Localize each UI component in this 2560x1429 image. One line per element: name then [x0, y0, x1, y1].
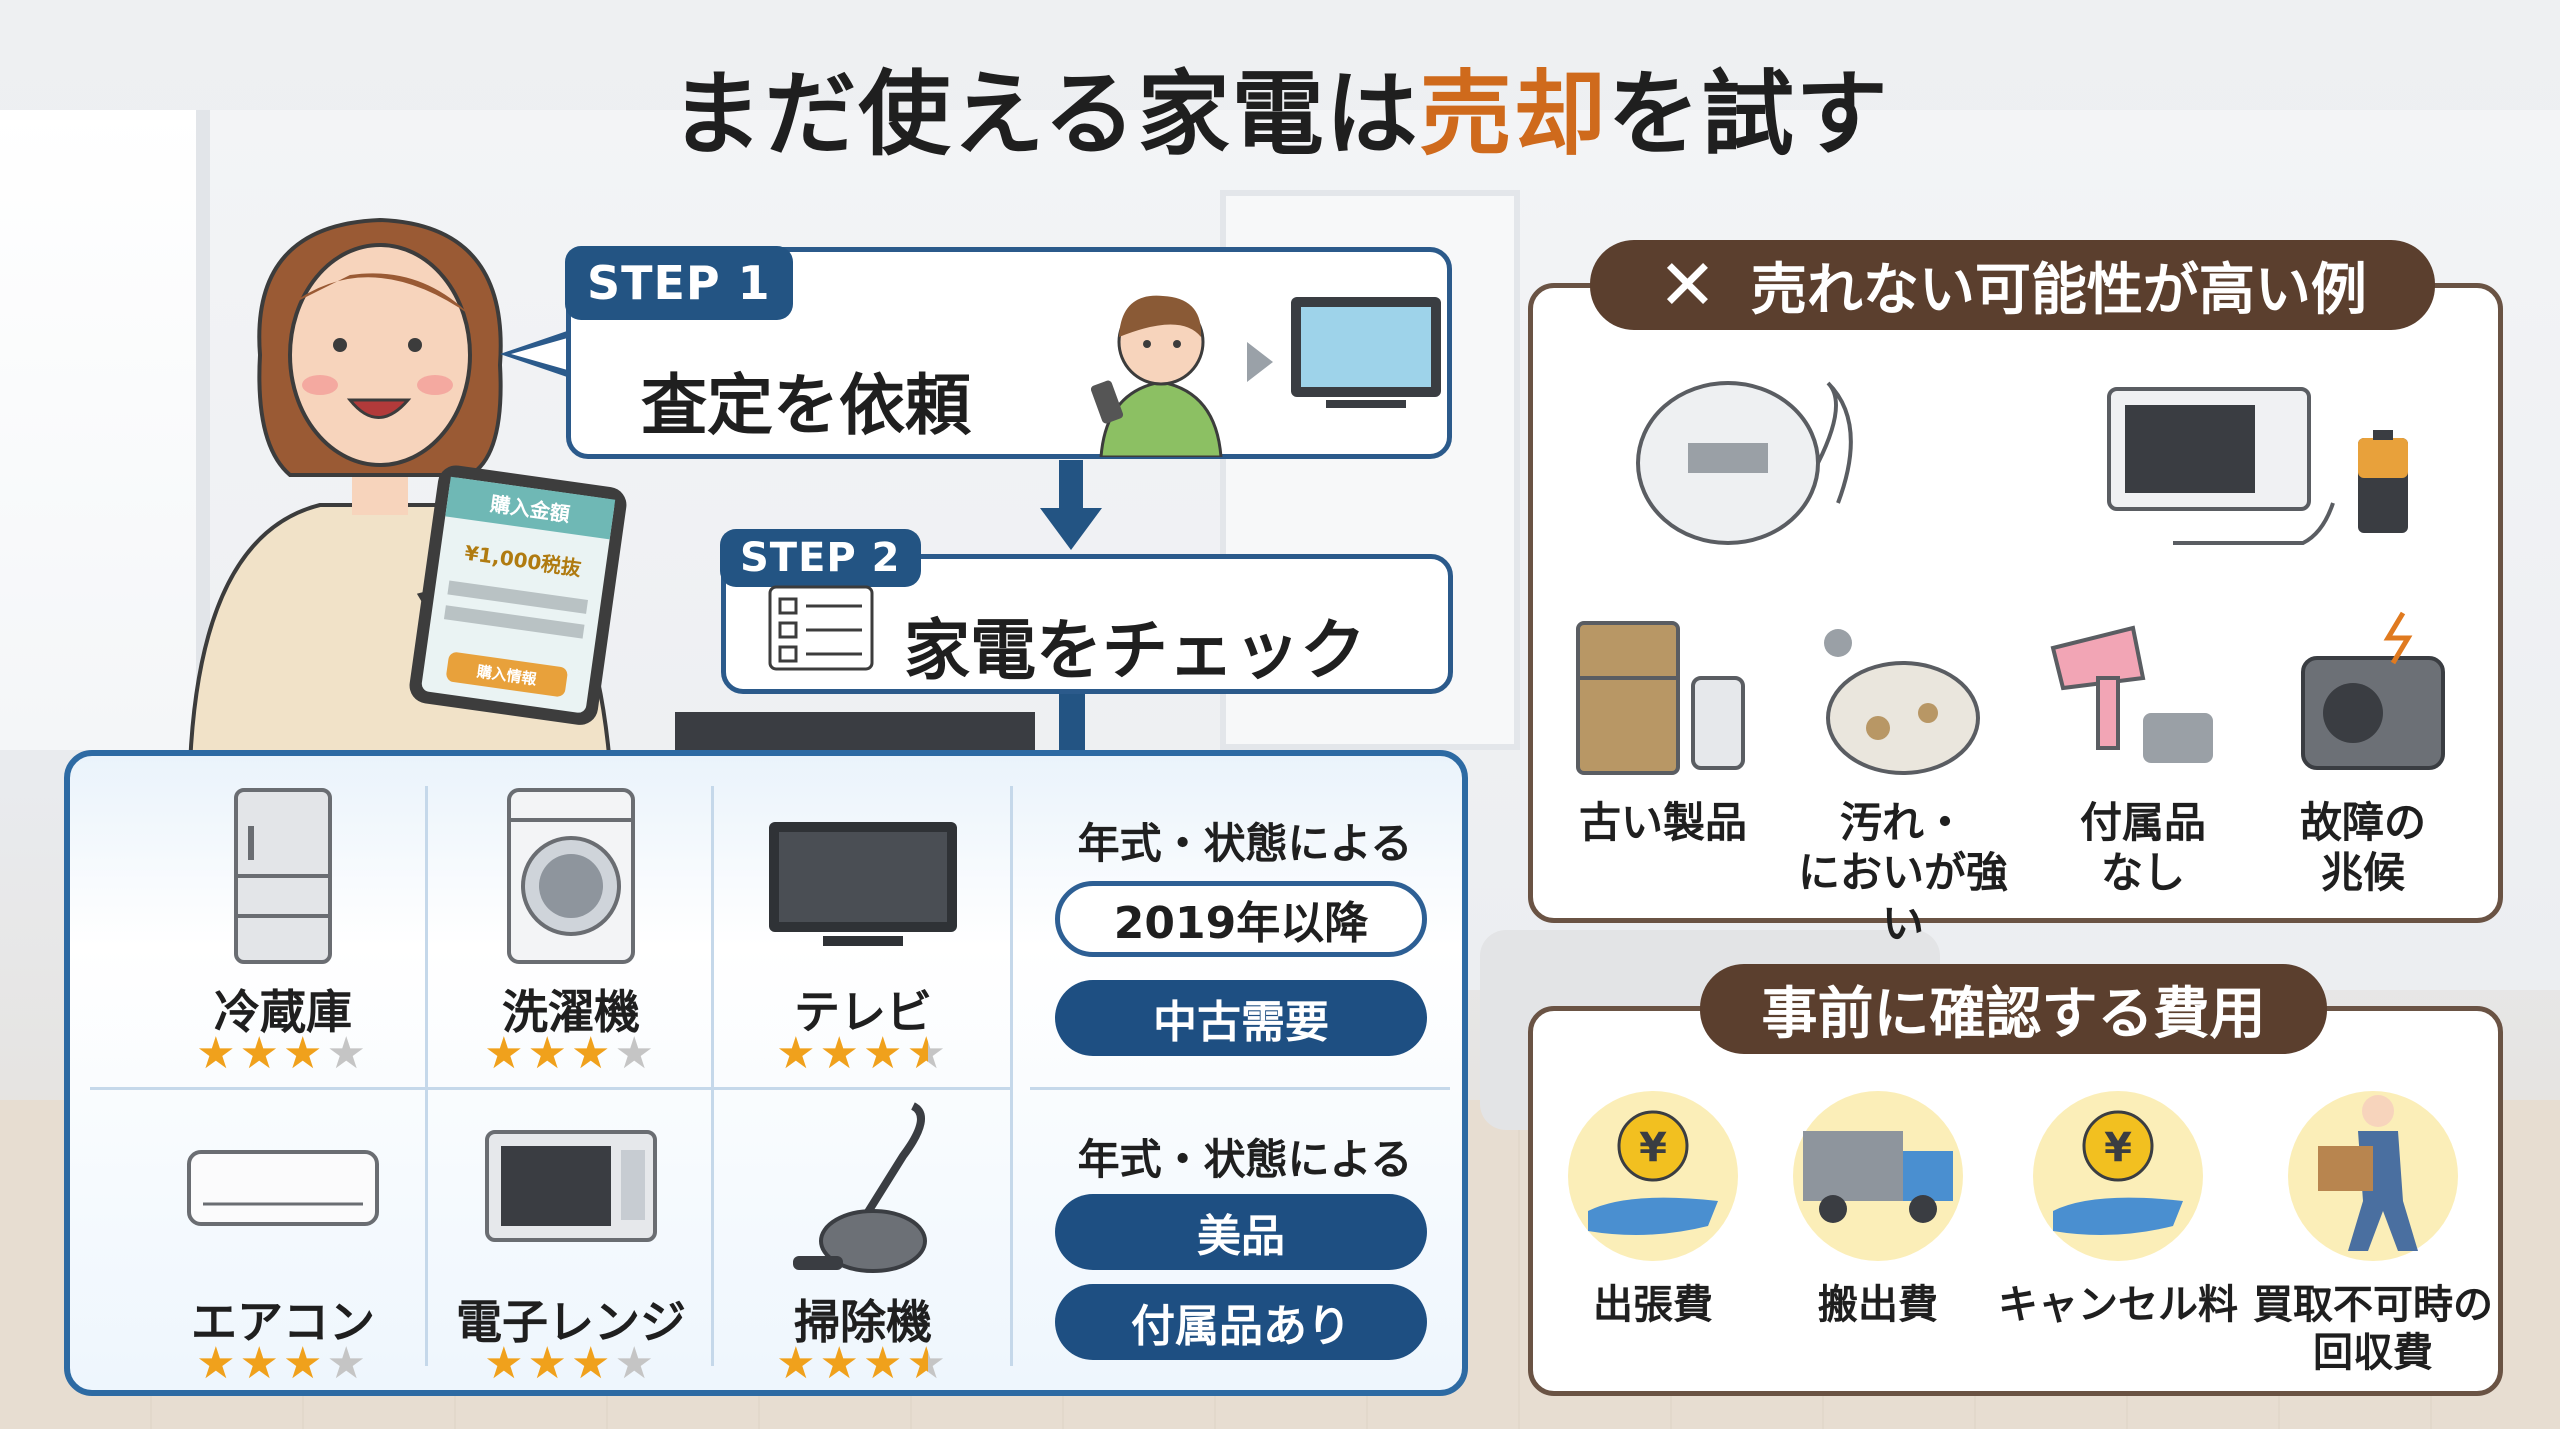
unsellable-item: 汚れ・においが強い [1797, 798, 2008, 948]
star-icon: ★ [484, 1338, 528, 1389]
background-window [0, 110, 210, 750]
star-icon: ★ [614, 1338, 658, 1389]
star-icon: ★ [527, 1338, 571, 1389]
battery-icon [2358, 430, 2408, 533]
svg-text:¥: ¥ [2104, 1125, 2132, 1171]
page-title: まだ使える家電は売却を試す [670, 61, 1890, 168]
old-fridge-icon [1576, 621, 1745, 775]
yen-coin-icon: ¥ [1568, 1091, 1738, 1261]
condition-accessory-badge: 付属品あり [1055, 1284, 1427, 1360]
appliance-card: 冷蔵庫 ★★★★ [140, 776, 426, 1079]
person-phone-icon [1091, 295, 1223, 457]
truck-icon [1793, 1091, 1963, 1261]
step1-tag: STEP 1 [565, 246, 793, 320]
step2-card: STEP 2 家電をチェック [720, 529, 1453, 694]
condition-clean-badge: 美品 [1055, 1194, 1427, 1270]
cost-item: ¥ キャンセル料 [1993, 1091, 2243, 1329]
appliance-label: 掃除機 [794, 1295, 932, 1349]
rating-stars: ★★★★ [140, 1028, 426, 1079]
dirty-rice-cooker-icon [1824, 629, 1980, 775]
svg-text:¥: ¥ [1639, 1125, 1667, 1171]
star-icon: ★ [484, 1028, 528, 1079]
step2-text: 家電をチェック [904, 612, 1366, 689]
microwave-icon [485, 1130, 657, 1242]
connector-line [1059, 694, 1085, 754]
star-icon: ★ [239, 1338, 283, 1389]
woman-illustration: 購入金額 ¥1,000税抜 購入情報 [187, 217, 627, 765]
appliance-card: テレビ ★★★★ [720, 776, 1006, 1079]
condition-year-badge: 2019年以降 [1055, 881, 1427, 957]
air-conditioner-icon [187, 1150, 379, 1226]
unsellable-item: 故障の兆候 [2299, 798, 2426, 898]
appliance-grid-panel: 冷蔵庫 ★★★★ 洗濯機 ★★★★ テレビ ★★★★ エアコン ★★★★ [64, 750, 1468, 1396]
star-icon: ★ [196, 1028, 240, 1079]
star-icon: ★ [326, 1028, 370, 1079]
star-icon: ★ [906, 1338, 950, 1389]
star-icon: ★ [283, 1338, 327, 1389]
rice-cooker-icon [1636, 381, 1853, 545]
refrigerator-icon [234, 788, 332, 964]
hair-dryer-icon [2050, 625, 2213, 763]
star-icon: ★ [196, 1338, 240, 1389]
costs-heading: 事前に確認する費用 [1700, 964, 2327, 1054]
unsellable-panel: 古い製品 汚れ・においが強い 付属品なし 故障の兆候 [1528, 283, 2503, 948]
step1-card: STEP 1 査定を依頼 [565, 246, 1452, 459]
unsellable-heading: ✕売れない可能性が高い例 [1590, 240, 2435, 330]
star-icon: ★ [906, 1028, 950, 1079]
condition-heading: 年式・状態による [1077, 819, 1413, 868]
appliance-label: 冷蔵庫 [214, 985, 352, 1039]
star-icon: ★ [527, 1028, 571, 1079]
appliance-label: 洗濯機 [502, 985, 640, 1039]
cost-item: ¥ 出張費 [1543, 1091, 1763, 1329]
yen-coin-icon: ¥ [2033, 1091, 2203, 1261]
star-icon: ★ [776, 1338, 820, 1389]
rating-stars: ★★★★ [428, 1338, 714, 1389]
tv-icon [1291, 297, 1441, 408]
star-icon: ★ [239, 1028, 283, 1079]
appliance-label: テレビ [794, 985, 932, 1039]
broken-radio-icon [2301, 611, 2445, 770]
appliance-label: 電子レンジ [456, 1295, 686, 1349]
star-icon: ★ [326, 1338, 370, 1389]
washing-machine-icon [507, 788, 635, 964]
star-icon: ★ [819, 1028, 863, 1079]
cost-item: 搬出費 [1768, 1091, 1988, 1329]
appliance-card: 洗濯機 ★★★★ [428, 776, 714, 1079]
star-icon: ★ [571, 1338, 615, 1389]
star-icon: ★ [571, 1028, 615, 1079]
close-icon: ✕ [1658, 244, 1717, 326]
microwave-icon [2107, 387, 2335, 545]
step2-tag: STEP 2 [720, 529, 921, 587]
star-icon: ★ [776, 1028, 820, 1079]
star-icon: ★ [819, 1338, 863, 1389]
appliance-card: 掃除機 ★★★★ [720, 1086, 1006, 1389]
rating-stars: ★★★★ [140, 1338, 426, 1389]
step1-text: 査定を依頼 [641, 367, 971, 444]
rating-stars: ★★★★ [428, 1028, 714, 1079]
star-icon: ★ [863, 1338, 907, 1389]
appliance-label: エアコン [191, 1295, 375, 1349]
arrow-down-icon [1040, 460, 1102, 550]
star-icon: ★ [614, 1028, 658, 1079]
arrow-right-icon [1247, 342, 1273, 382]
condition-demand-badge: 中古需要 [1055, 980, 1427, 1056]
title-accent: 売却 [1419, 61, 1608, 168]
costs-panel: ¥ 出張費 搬出費 ¥ キャンセル料 [1528, 1006, 2503, 1396]
background-tv [675, 712, 1035, 752]
appliance-card: 電子レンジ ★★★★ [428, 1086, 714, 1389]
tv-icon [769, 822, 957, 946]
star-icon: ★ [863, 1028, 907, 1079]
vacuum-cleaner-icon [793, 1102, 927, 1273]
unsellable-item: 古い製品 [1578, 798, 1747, 847]
condition-heading: 年式・状態による [1077, 1135, 1413, 1184]
rating-stars: ★★★★ [720, 1338, 1006, 1389]
rating-stars: ★★★★ [720, 1028, 1006, 1079]
delivery-worker-icon [2288, 1091, 2458, 1261]
cost-item: 買取不可時の回収費 [2248, 1091, 2498, 1377]
checklist-icon [768, 585, 874, 671]
unsellable-item: 付属品なし [2079, 798, 2206, 898]
star-icon: ★ [283, 1028, 327, 1079]
appliance-card: エアコン ★★★★ [140, 1086, 426, 1389]
